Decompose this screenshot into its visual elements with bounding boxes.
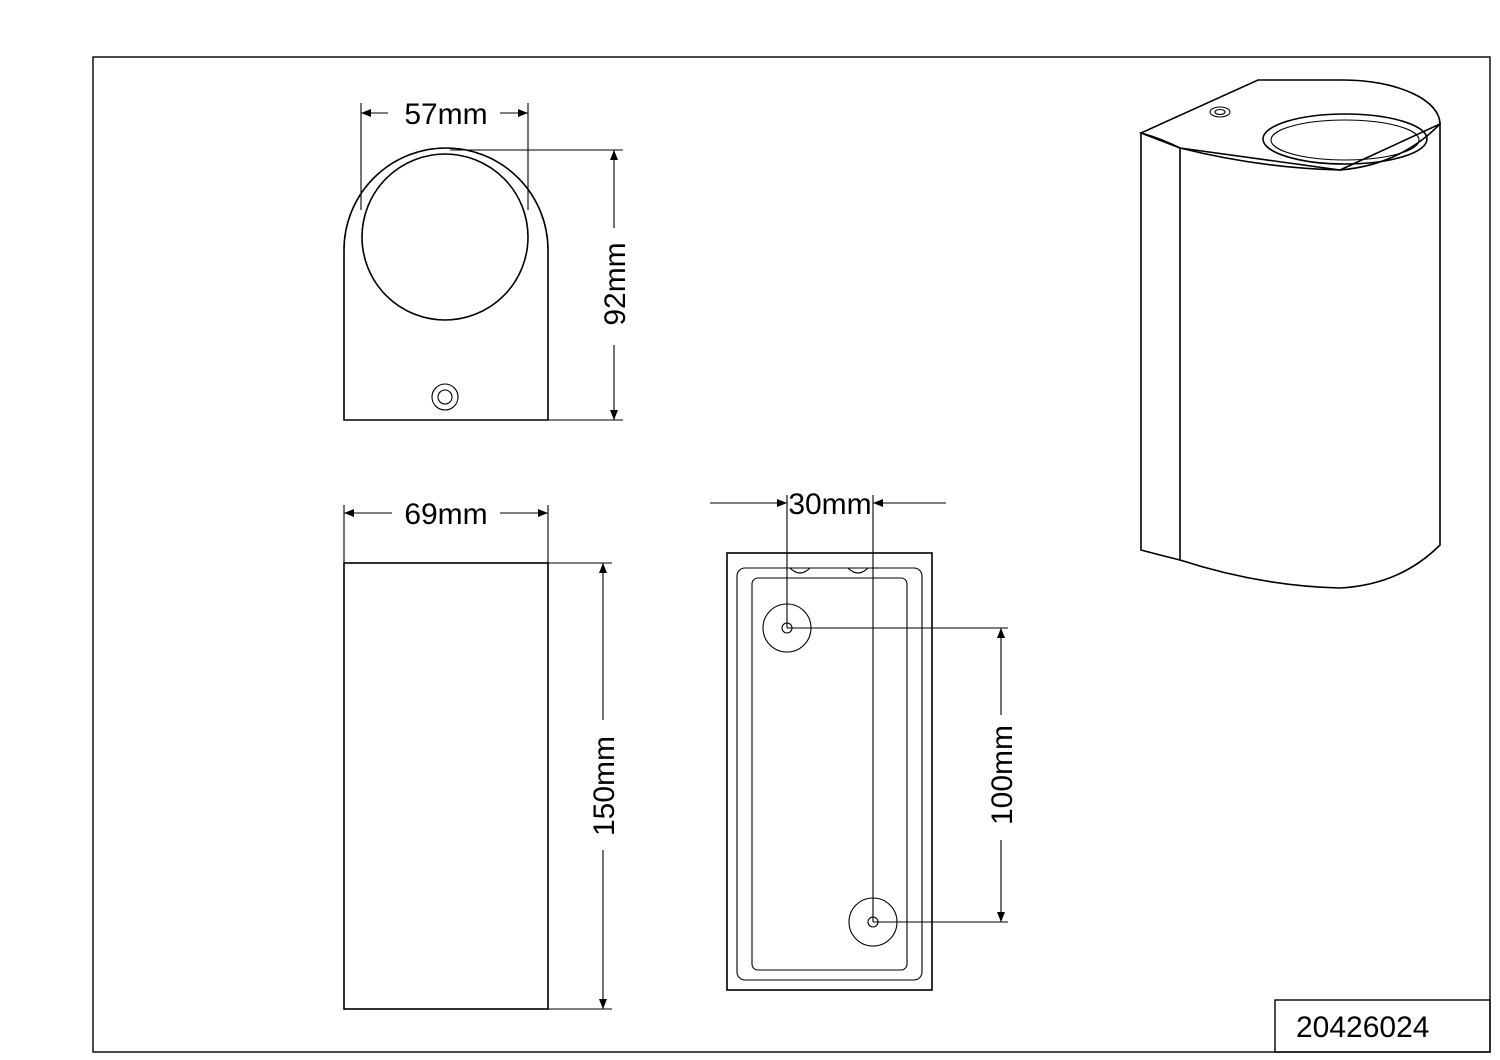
front-width-label: 57mm [404, 98, 487, 131]
back-plate-mid [736, 567, 923, 981]
back-plate-outer [726, 552, 933, 991]
iso-top-face [1138, 79, 1441, 171]
sensor-inner [437, 389, 453, 405]
drawing-frame [92, 56, 1491, 1053]
front-view: 57mm 92mm [343, 98, 632, 421]
front-height-label: 92mm [599, 242, 632, 325]
title-block-box [1274, 999, 1491, 1053]
part-number: 20426024 [1296, 1011, 1429, 1044]
side-width-label: 69mm [404, 498, 487, 531]
back-view: 30mm 100mm [710, 488, 1019, 991]
back-plate-inner [751, 577, 908, 971]
lens-circle [361, 153, 529, 321]
front-view-outline [343, 147, 549, 421]
hole-horizontal-label: 30mm [788, 488, 871, 521]
hole-vertical-label: 100mm [986, 725, 1019, 825]
isometric-view [1138, 79, 1441, 589]
title-block: 20426024 [1274, 999, 1491, 1053]
iso-sensor-outer [1209, 106, 1231, 118]
side-height-label: 150mm [588, 736, 621, 836]
iso-lens [1262, 113, 1428, 165]
cable-notch-right [847, 567, 869, 574]
cable-notch-left [789, 567, 811, 574]
iso-sensor-inner [1214, 108, 1226, 116]
iso-lens-inner [1270, 119, 1420, 161]
side-view: 69mm 150mm [343, 498, 621, 1010]
sensor-outer [431, 383, 459, 411]
iso-body [1179, 122, 1441, 589]
side-view-outline [343, 562, 549, 1010]
iso-left-face [1140, 131, 1181, 562]
